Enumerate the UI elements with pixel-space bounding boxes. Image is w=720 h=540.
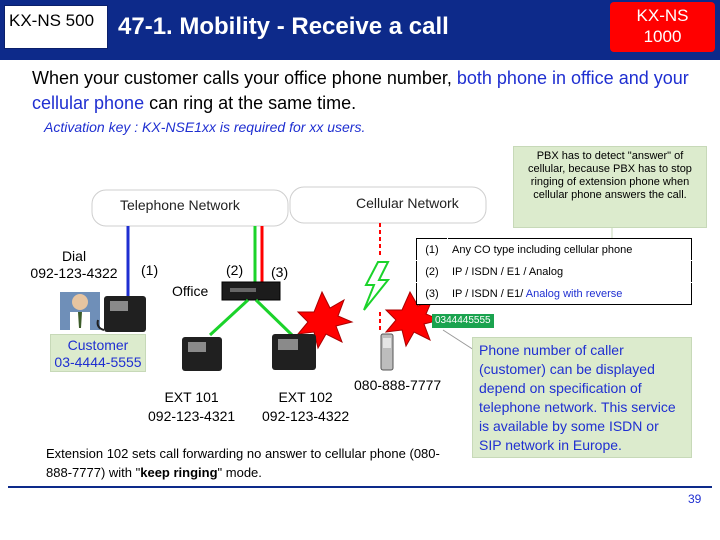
co-num: (2) — [416, 260, 448, 283]
lightning-icon — [363, 261, 391, 311]
ext-102-number: 092-123-4322 — [262, 408, 350, 424]
caller-id-badge: 0344445555 — [432, 314, 494, 328]
ext-101-name: EXT 101 — [164, 389, 219, 405]
ext101-line — [208, 298, 250, 337]
model-badge-left: KX-NS 500 — [4, 5, 108, 49]
customer-icon — [60, 292, 100, 330]
ext-102-name: EXT 102 — [278, 389, 333, 405]
cellular-network-label: Cellular Network — [356, 195, 459, 211]
co-text: IP / ISDN / E1 / Analog — [447, 260, 692, 283]
right-note-connector — [442, 329, 475, 351]
ext-101-number: 092-123-4321 — [148, 408, 236, 424]
pbx-detect-note: PBX has to detect "answer" of cellular, … — [513, 146, 707, 228]
intro-highlight: both phone in office and your cellular p… — [32, 68, 689, 113]
table-row: (3) IP / ISDN / E1/ Analog with reverse — [416, 282, 692, 305]
telephone-network-label: Telephone Network — [120, 197, 240, 213]
cellular-number-label: 080-888-7777 — [354, 377, 442, 393]
footer-divider — [8, 486, 712, 488]
forwarding-note: Extension 102 sets call forwarding no an… — [46, 444, 456, 482]
header-bar — [0, 0, 720, 60]
call-label-1: (1) — [141, 262, 159, 278]
office-label: Office — [172, 283, 209, 299]
call-label-3: (3) — [271, 264, 289, 280]
intro-text: When your customer calls your office pho… — [32, 66, 702, 116]
intro-part1: When your customer calls your office pho… — [32, 68, 457, 88]
co-type-table: (1) Any CO type including cellular phone… — [416, 238, 692, 305]
forward-part1: Extension 102 sets call forwarding no an… — [46, 446, 440, 480]
badge-right-line1: KX-NS — [636, 6, 689, 25]
page-number: 39 — [688, 492, 702, 506]
table-row: (1) Any CO type including cellular phone — [416, 238, 692, 261]
ringing-burst-icon — [296, 290, 354, 350]
slide-title: 47-1. Mobility - Receive a call — [118, 13, 449, 40]
cellular-network-box — [289, 186, 487, 224]
ext-101-label: EXT 101 092-123-4321 — [148, 388, 235, 426]
forward-bold: keep ringing — [140, 465, 218, 480]
co-text-part: IP / ISDN / E1/ — [452, 287, 526, 300]
co-num: (3) — [416, 282, 448, 305]
forward-part2: " mode. — [217, 465, 262, 480]
customer-line1: Customer — [67, 337, 129, 353]
co-text: IP / ISDN / E1/ Analog with reverse — [447, 282, 692, 305]
ext102-line — [254, 298, 294, 337]
table-row: (2) IP / ISDN / E1 / Analog — [416, 260, 692, 283]
dial-line1: Dial — [61, 248, 87, 264]
activation-note: Activation key : KX-NSE1xx is required f… — [44, 119, 366, 135]
call-label-2: (2) — [226, 262, 244, 278]
customer-number: 03-4444-5555 — [54, 354, 142, 370]
co-text-highlight: Analog with reverse — [525, 287, 623, 300]
ext-102-label: EXT 102 092-123-4322 — [262, 388, 349, 426]
customer-label: Customer 03-4444-5555 — [50, 334, 146, 372]
co-text: Any CO type including cellular phone — [447, 238, 692, 261]
dial-number: 092-123-4322 — [30, 265, 118, 281]
caller-id-note: Phone number of caller (customer) can be… — [472, 337, 692, 458]
co-num: (1) — [416, 238, 448, 261]
telephone-network-box — [91, 189, 289, 227]
badge-right-line2: 1000 — [643, 27, 682, 46]
model-badge-right: KX-NS 1000 — [610, 2, 715, 52]
dial-label: Dial 092-123-4322 — [22, 248, 126, 282]
intro-part2: can ring at the same time. — [144, 93, 357, 113]
